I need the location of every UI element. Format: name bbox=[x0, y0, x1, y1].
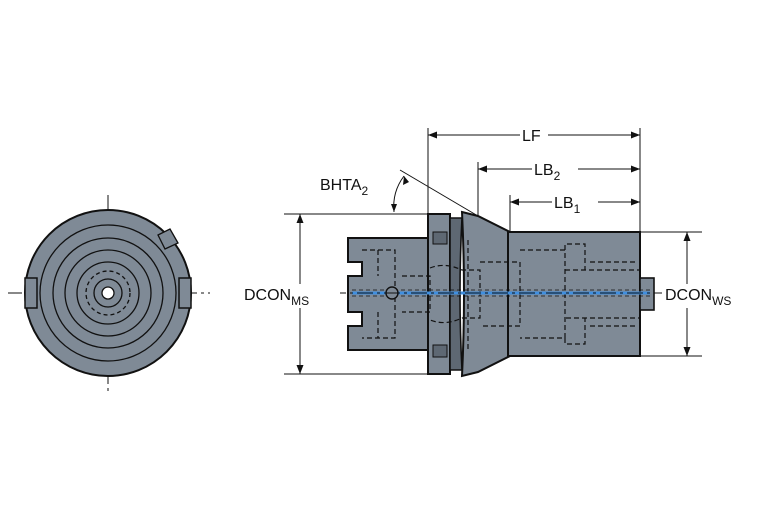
front-view-key-slot-left bbox=[24, 277, 38, 309]
bhta2-leader bbox=[399, 169, 479, 217]
front-view-key-slot-right bbox=[178, 277, 192, 309]
label-lf: LF bbox=[522, 128, 541, 145]
label-dcon-ws: DCONWS bbox=[665, 287, 731, 308]
front-view-ring-5 bbox=[85, 270, 131, 316]
front-view-center-bore bbox=[101, 286, 115, 300]
front-view-ring-3 bbox=[64, 249, 152, 337]
label-lb2: LB2 bbox=[534, 162, 561, 183]
flange-slot-top bbox=[432, 231, 448, 245]
front-view bbox=[8, 195, 210, 392]
label-dcon-ms: DCONMS bbox=[244, 287, 309, 308]
label-bhta2: BHTA2 bbox=[320, 177, 368, 198]
side-view bbox=[330, 210, 668, 378]
front-view-ring-4 bbox=[76, 261, 140, 325]
flange-slot-bottom bbox=[432, 344, 448, 358]
dimension-arrows bbox=[296, 131, 691, 374]
front-view-ring-2 bbox=[52, 237, 164, 349]
front-view-notch-top-right bbox=[157, 228, 179, 250]
front-view-ring-1 bbox=[39, 224, 177, 362]
label-lb1: LB1 bbox=[554, 195, 581, 216]
front-view-ring-6 bbox=[93, 278, 123, 308]
